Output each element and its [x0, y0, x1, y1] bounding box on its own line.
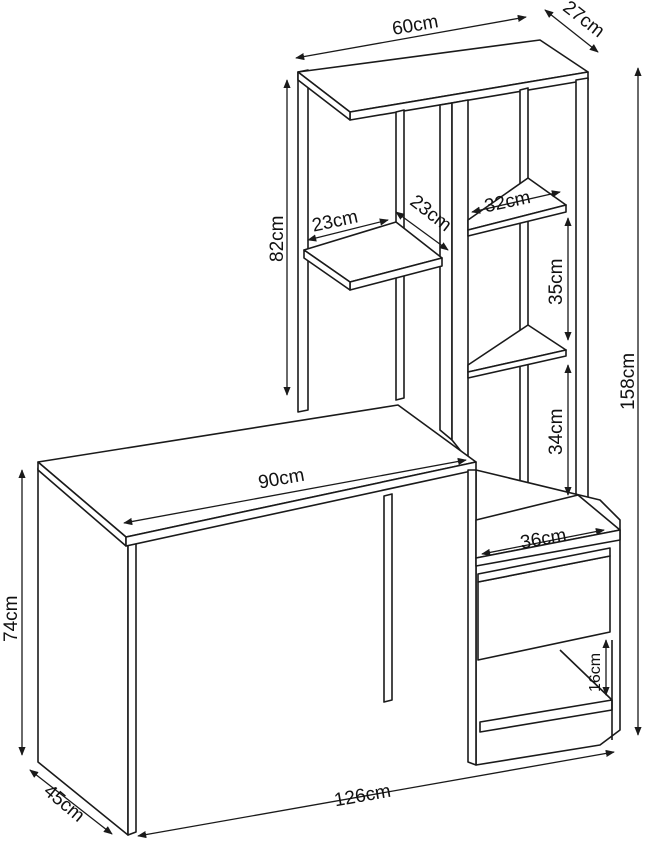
- label-total-width: 126cm: [333, 781, 393, 812]
- dimension-lines: [18, 9, 642, 839]
- label-bottom-gap: 16cm: [587, 653, 604, 692]
- dimension-labels: 60cm 27cm 82cm 23cm 23cm 32cm 35cm 34cm …: [1, 0, 639, 827]
- label-shelf-gap-upper: 35cm: [546, 259, 567, 305]
- drawer-cabinet: [467, 469, 621, 766]
- label-tower-height: 82cm: [267, 216, 288, 262]
- label-desk-height: 74cm: [1, 596, 22, 642]
- label-total-height: 158cm: [618, 353, 639, 410]
- label-top-width: 60cm: [391, 11, 440, 40]
- desk: [37, 404, 477, 836]
- label-small-shelf-width: 23cm: [310, 206, 360, 236]
- label-shelf-gap-lower: 34cm: [546, 409, 567, 455]
- label-top-depth: 27cm: [559, 0, 609, 42]
